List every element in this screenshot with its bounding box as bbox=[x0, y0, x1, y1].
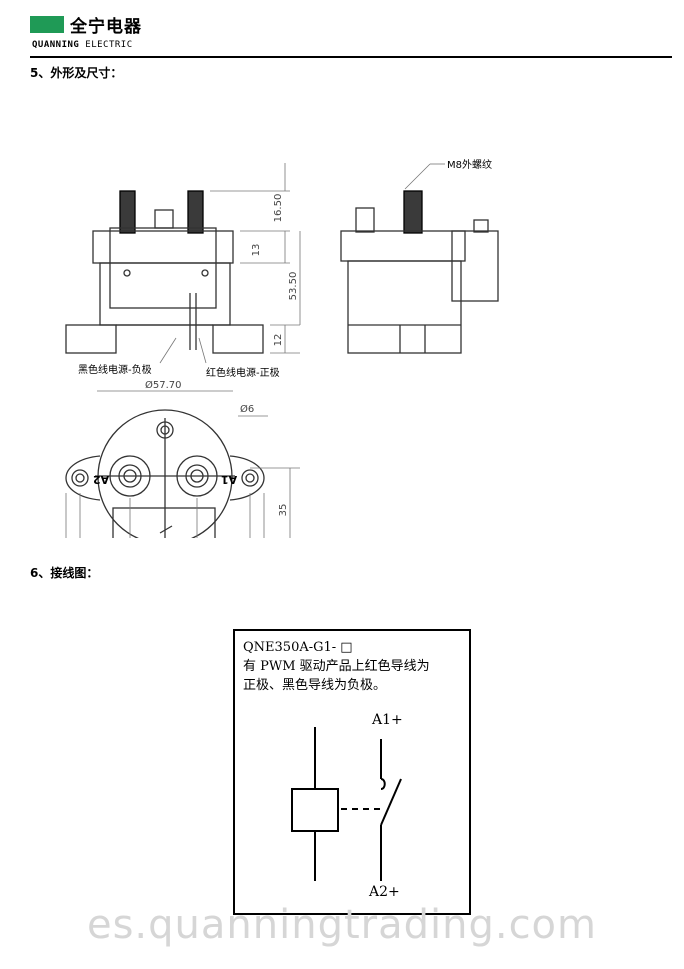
dim-13: 13 bbox=[251, 244, 262, 257]
a2-plus-label: A2+ bbox=[369, 884, 400, 900]
section-5-title: 5、外形及尺寸： bbox=[30, 66, 123, 80]
dim-diameter-6: Ø6 bbox=[240, 403, 254, 415]
dim-16-50: 16.50 bbox=[273, 194, 284, 223]
terminal-a1-label: A1 bbox=[221, 473, 237, 486]
front-view bbox=[65, 190, 264, 354]
watermark: es.quanningtrading.com bbox=[86, 902, 597, 948]
a1-plus-label: A1+ bbox=[372, 712, 403, 728]
dim-12: 12 bbox=[273, 334, 284, 347]
header-divider bbox=[30, 56, 672, 58]
dimension-drawing: 16.50 13 53.50 12 Ø57.70 Ø6 35 25 68 80 … bbox=[65, 158, 499, 538]
logo-underline bbox=[30, 30, 64, 33]
brand-name-cn: 全宁电器 bbox=[70, 17, 142, 37]
red-wire-label: 红色线电源-正极 bbox=[206, 366, 280, 379]
black-wire-label: 黑色线电源-负极 bbox=[78, 363, 152, 376]
wiring-schematic bbox=[291, 727, 402, 881]
brand-en-rest: ELECTRIC bbox=[79, 40, 133, 50]
brand-name-en: QUANNING ELECTRIC bbox=[32, 40, 133, 50]
note-line-1: 有 PWM 驱动产品上红色导线为 bbox=[243, 659, 430, 674]
dim-diameter-57-70: Ø57.70 bbox=[145, 379, 182, 391]
switch-blade bbox=[380, 778, 402, 826]
terminal-a2-label: A2 bbox=[93, 473, 109, 486]
note-line-2: 正极、黑色导线为负极。 bbox=[243, 678, 387, 693]
model-number: QNE350A-G1- □ bbox=[243, 640, 353, 655]
dim-53-50: 53.50 bbox=[288, 272, 299, 301]
coil-symbol bbox=[291, 788, 339, 832]
brand-en-bold: QUANNING bbox=[32, 40, 80, 50]
section-6-title: 6、接线图： bbox=[30, 566, 99, 580]
bottom-view bbox=[65, 409, 265, 538]
wiring-diagram-box bbox=[233, 629, 471, 915]
dim-35: 35 bbox=[278, 504, 289, 517]
switch-contact bbox=[380, 778, 386, 790]
side-view bbox=[340, 190, 499, 354]
wiring-note: QNE350A-G1- □ 有 PWM 驱动产品上红色导线为 正极、黑色导线为负… bbox=[243, 638, 468, 695]
logo-mark bbox=[30, 16, 64, 32]
m8-thread-label: M8外螺纹 bbox=[447, 158, 492, 171]
